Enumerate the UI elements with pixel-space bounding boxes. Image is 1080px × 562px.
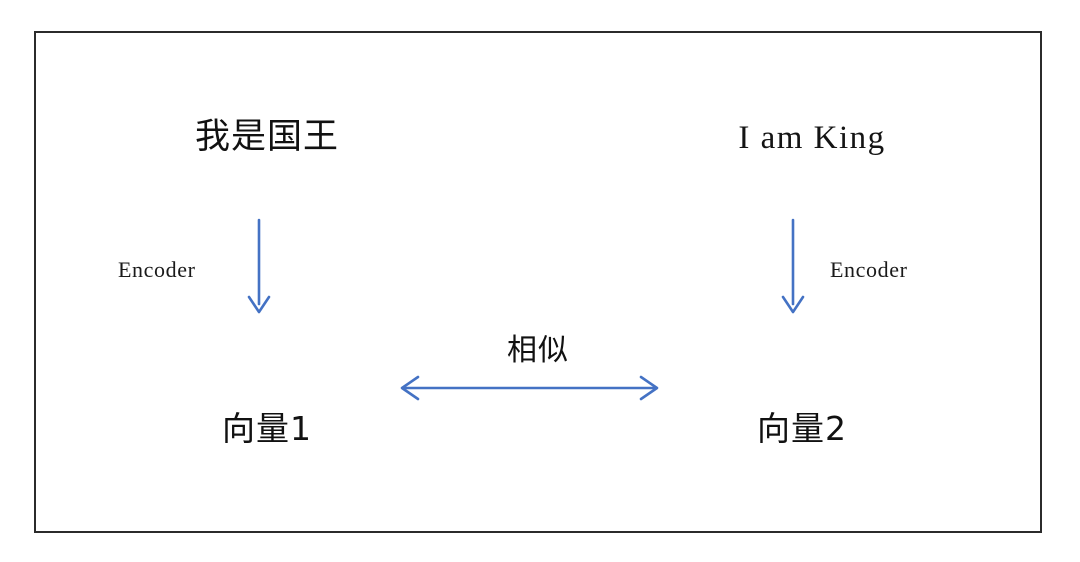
encoder-right-label: Encoder [830,257,908,282]
arrow-left-right-icon-similarity [400,375,659,401]
encoder-left-label: Encoder [118,257,196,282]
vector-left-label: 向量1 [222,409,312,448]
diagram-frame: 我是国王 I am King Encoder Encoder 相似 向量1 向量… [34,31,1042,533]
vector-right-label: 向量2 [757,409,847,448]
similarity-label: 相似 [507,333,569,368]
source-sentence-label: 我是国王 [194,117,340,157]
arrow-down-icon-encoder-right [781,218,805,314]
target-sentence-label: I am King [738,120,886,156]
arrow-down-icon-encoder-left [247,218,271,314]
